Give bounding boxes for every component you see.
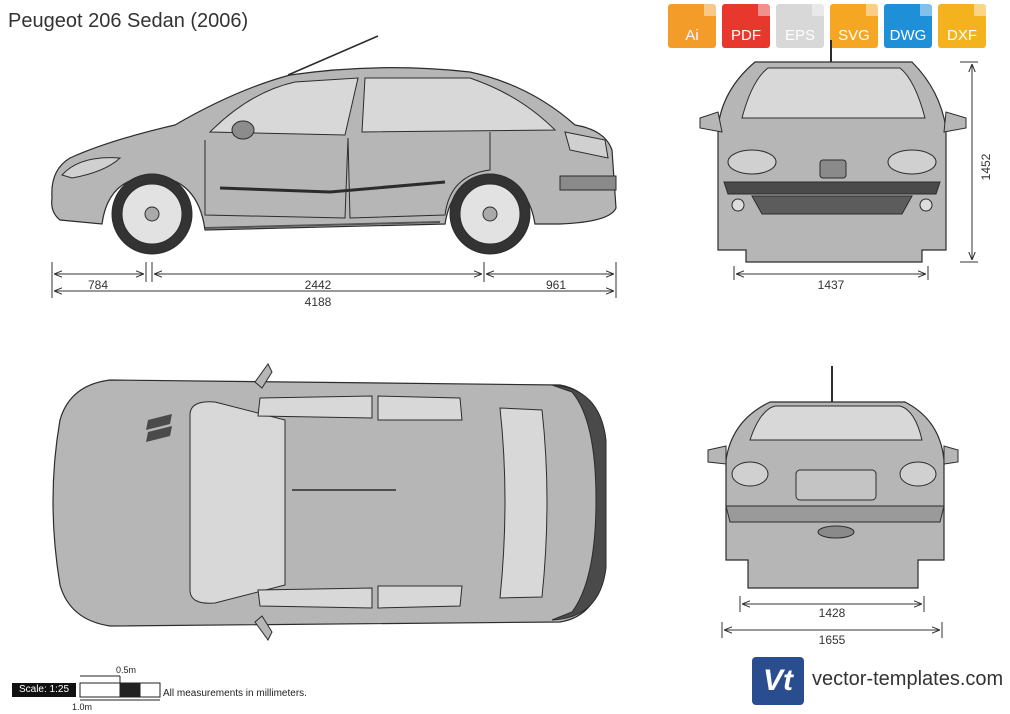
scale-bar [79, 675, 161, 701]
dim-wheelbase: 2442 [304, 278, 332, 292]
dim-height: 1452 [979, 153, 993, 181]
front-dimension-lines [733, 61, 978, 280]
format-badge-dxf[interactable]: DXF [938, 4, 986, 48]
dim-rear-track: 1428 [818, 606, 846, 620]
measurement-note: All measurements in millimeters. [163, 688, 307, 699]
format-badge-pdf[interactable]: PDF [722, 4, 770, 48]
format-badge-dwg[interactable]: DWG [884, 4, 932, 48]
front-view [699, 40, 967, 263]
brand-logo: Vt [752, 657, 804, 705]
format-badge-eps[interactable]: EPS [776, 4, 824, 48]
scale-label: Scale: 1:25 [12, 683, 76, 697]
format-badge-ai[interactable]: Ai [668, 4, 716, 48]
brand-site[interactable]: vector-templates.com [812, 668, 1004, 690]
side-view [51, 35, 617, 255]
dim-front-track: 1437 [817, 278, 845, 292]
scale-one-meter: 1.0m [72, 702, 93, 712]
dim-overall-width: 1655 [818, 633, 846, 647]
dim-rear-overhang: 961 [545, 278, 567, 292]
format-badge-svg[interactable]: SVG [830, 4, 878, 48]
top-view [52, 363, 607, 641]
rear-view [707, 366, 959, 589]
page-title: Peugeot 206 Sedan (2006) [8, 10, 249, 32]
rear-dimension-lines [721, 596, 943, 638]
side-dimension-lines [51, 262, 617, 298]
dim-front-overhang: 784 [87, 278, 109, 292]
dim-overall-length: 4188 [304, 295, 332, 309]
scale-half-meter: 0.5m [116, 665, 137, 675]
